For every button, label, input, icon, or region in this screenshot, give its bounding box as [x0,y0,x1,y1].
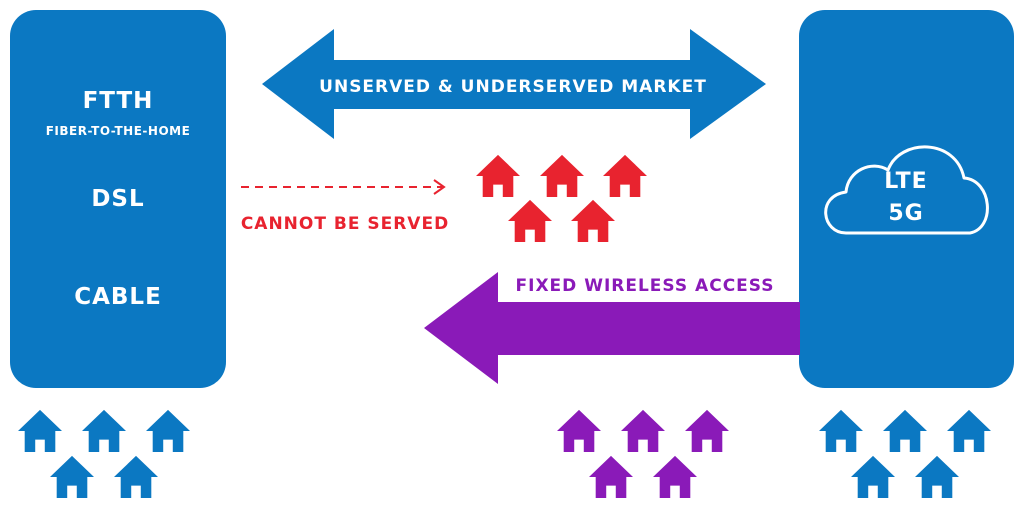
fixed-wireless-houses [557,409,729,498]
house-icon [82,409,126,452]
house-icon [589,455,633,498]
unserved-market-double-arrow [262,29,766,139]
house-icon [540,154,584,197]
house-icon [947,409,991,452]
wireless-served-houses [819,409,991,498]
5g-label: 5G [888,201,923,226]
unserved-houses [476,154,647,242]
unserved-market-label: UNSERVED & UNDERSERVED MARKET [319,77,707,97]
wireless-technologies-panel [799,10,1014,388]
house-icon [508,199,552,242]
house-icon [819,409,863,452]
house-icon [50,455,94,498]
fixed-wireless-access-label: FIXED WIRELESS ACCESS [516,276,775,296]
house-icon [653,455,697,498]
house-icon [685,409,729,452]
house-icon [915,455,959,498]
cloud-icon [824,145,989,235]
cable-label: CABLE [74,284,162,310]
wired-technologies-panel: FTTH FIBER-TO-THE-HOME DSL CABLE [10,10,226,388]
house-icon [114,455,158,498]
house-icon [883,409,927,452]
cannot-be-served-label: CANNOT BE SERVED [241,214,449,234]
house-icon [603,154,647,197]
dsl-label: DSL [91,186,145,212]
house-icon [557,409,601,452]
house-icon [571,199,615,242]
fiber-to-the-home-label: FIBER-TO-THE-HOME [45,124,191,138]
house-icon [621,409,665,452]
ftth-label: FTTH [82,88,154,114]
lte-label: LTE [884,169,927,194]
fixed-wireless-access-arrow [424,272,800,384]
house-icon [476,154,520,197]
house-icon [851,455,895,498]
cannot-serve-arrowhead [433,179,446,195]
house-icon [18,409,62,452]
wired-served-houses [18,409,190,498]
house-icon [146,409,190,452]
